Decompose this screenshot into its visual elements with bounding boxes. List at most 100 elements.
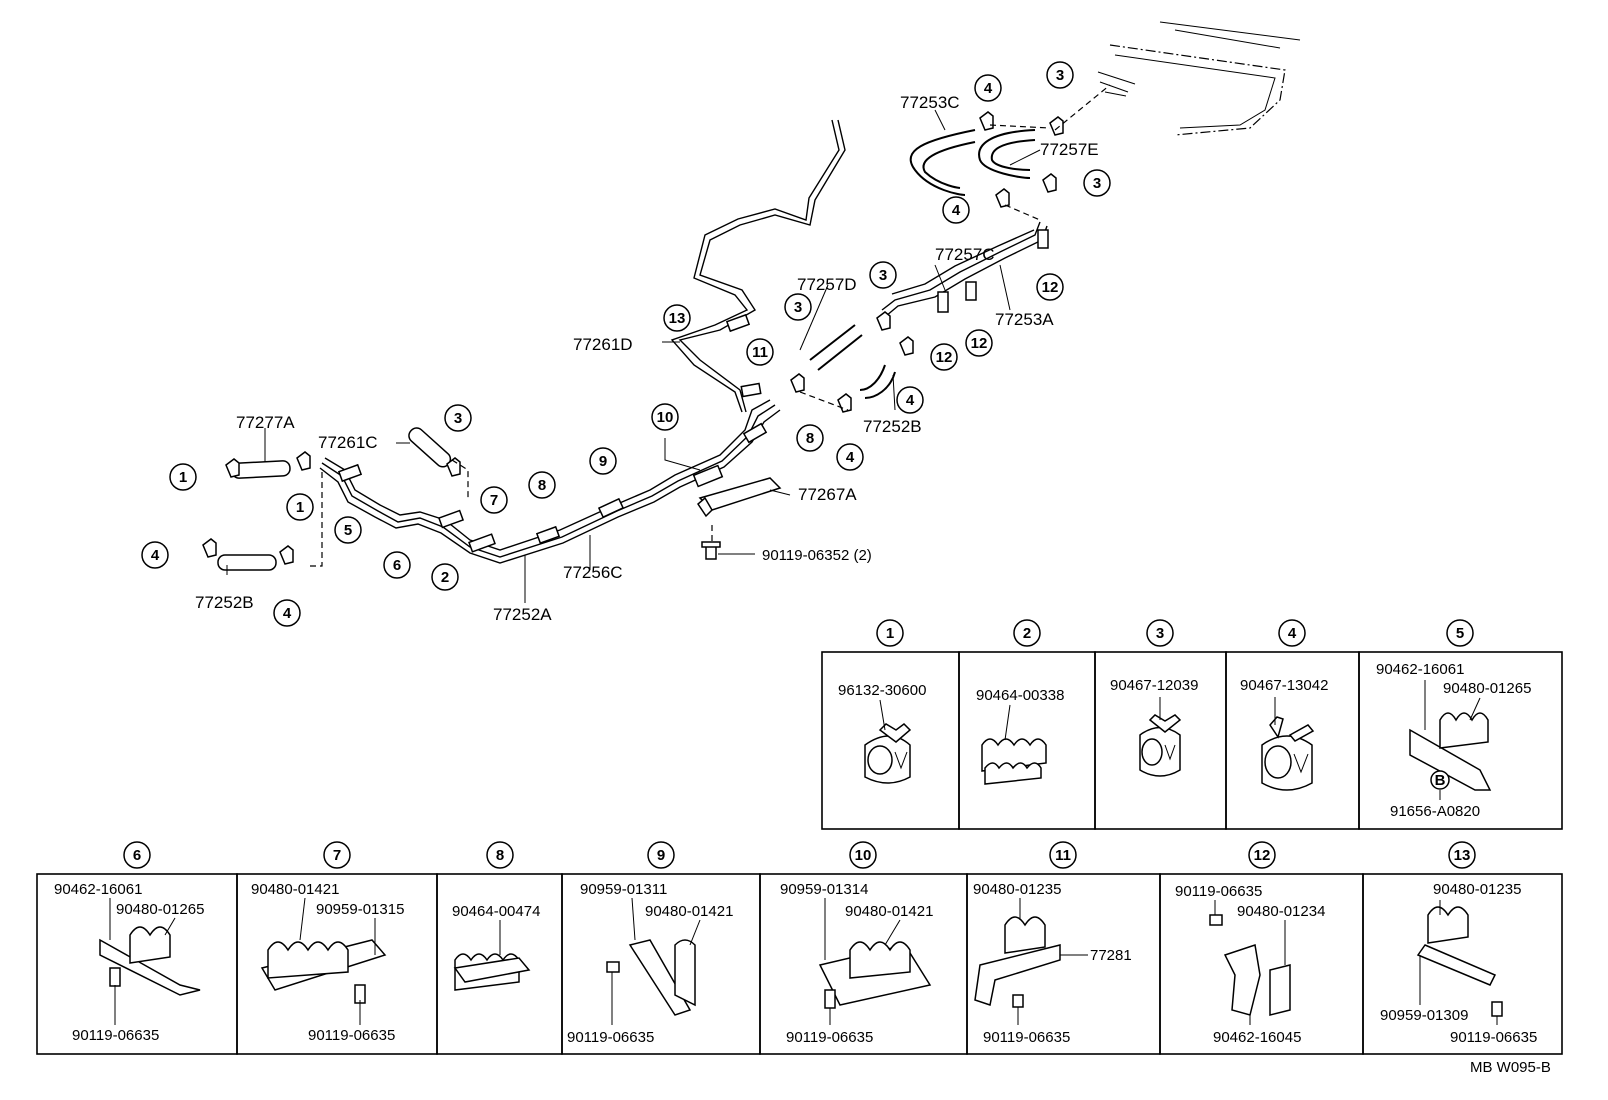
clamp-assembly-13-sketch [1416, 906, 1503, 1017]
svg-text:2: 2 [441, 569, 449, 586]
svg-text:9: 9 [657, 847, 665, 864]
callout-2: 2 [431, 563, 459, 591]
d11-part-a: 90480-01235 [973, 881, 1061, 898]
d7-part-b: 90959-01315 [316, 901, 404, 918]
label-77252b-left: 77252B [195, 593, 254, 612]
clamp-assembly-11-sketch [974, 916, 1061, 1008]
svg-text:13: 13 [669, 310, 686, 327]
callout-4: 4 [273, 599, 301, 627]
detail-boxes-top-row [821, 651, 1563, 830]
d5-part-a: 90462-16061 [1376, 661, 1464, 678]
svg-text:1: 1 [886, 625, 894, 642]
detail-header-d2: 2 [1013, 619, 1041, 647]
svg-text:12: 12 [1042, 279, 1059, 296]
detail-header-d11: 11 [1049, 841, 1077, 869]
callout-4: 4 [141, 541, 169, 569]
clip-96132-30600-sketch [864, 723, 912, 784]
d11-part-b: 77281 [1090, 947, 1132, 964]
callout-10: 10 [651, 403, 679, 431]
callout-3: 3 [869, 261, 897, 289]
detail-leader-lines [109, 680, 1498, 1025]
callout-8: 8 [528, 471, 556, 499]
svg-text:13: 13 [1454, 847, 1471, 864]
clip-90467-12039-sketch [1139, 714, 1182, 777]
clamp-assembly-6-sketch [99, 926, 201, 996]
svg-text:2: 2 [1023, 625, 1031, 642]
d1-part: 96132-30600 [838, 682, 926, 699]
svg-text:9: 9 [599, 453, 607, 470]
detail-header-d9: 9 [647, 841, 675, 869]
svg-text:11: 11 [1055, 847, 1071, 864]
pipe-clamps [337, 229, 1049, 553]
callout-6: 6 [383, 551, 411, 579]
d13-part-c: 90119-06635 [1450, 1029, 1537, 1046]
callout-3: 3 [1046, 61, 1074, 89]
callout-8: 8 [796, 424, 824, 452]
svg-text:3: 3 [1156, 625, 1164, 642]
label-77256c: 77256C [563, 563, 623, 582]
svg-text:8: 8 [538, 477, 546, 494]
d3-part: 90467-12039 [1110, 677, 1198, 694]
svg-text:3: 3 [879, 267, 887, 284]
hoses [217, 129, 1036, 571]
svg-text:3: 3 [1056, 67, 1064, 84]
d8-part-a: 90464-00474 [452, 903, 540, 920]
svg-text:4: 4 [1288, 625, 1297, 642]
d12-part-a: 90119-06635 [1175, 883, 1262, 900]
callout-9: 9 [589, 447, 617, 475]
detail-header-d5: 5 [1446, 619, 1474, 647]
svg-text:4: 4 [906, 392, 915, 409]
label-77253a: 77253A [995, 310, 1054, 329]
d4-part: 90467-13042 [1240, 677, 1328, 694]
label-77257d: 77257D [797, 275, 857, 294]
svg-text:12: 12 [971, 335, 988, 352]
svg-text:6: 6 [393, 557, 401, 574]
clamp-assembly-9-sketch [606, 939, 696, 1016]
callout-1: 1 [169, 463, 197, 491]
label-90119-06352: 90119-06352 (2) [762, 547, 872, 564]
svg-text:4: 4 [283, 605, 292, 622]
clamp-assembly-12-sketch [1209, 914, 1291, 1016]
svg-text:12: 12 [1254, 847, 1271, 864]
detail-header-d8: 8 [486, 841, 514, 869]
svg-text:4: 4 [151, 547, 160, 564]
clips [202, 111, 1064, 565]
d11-part-c: 90119-06635 [983, 1029, 1070, 1046]
svg-text:8: 8 [496, 847, 504, 864]
detail-header-d10: 10 [849, 841, 877, 869]
callout-3: 3 [444, 404, 472, 432]
label-77252a: 77252A [493, 605, 552, 624]
callout-4: 4 [974, 74, 1002, 102]
label-77267a: 77267A [798, 485, 857, 504]
detail-header-d12: 12 [1248, 841, 1276, 869]
d7-part-c: 90119-06635 [308, 1027, 395, 1044]
svg-text:7: 7 [490, 492, 498, 509]
clamp-assembly-5-sketch: B [1409, 712, 1492, 791]
main-fuel-pipe-bundle [319, 399, 781, 564]
svg-text:5: 5 [1456, 625, 1464, 642]
detail-header-d3: 3 [1146, 619, 1174, 647]
svg-text:1: 1 [296, 499, 304, 516]
callout-12: 12 [930, 343, 958, 371]
callout-4: 4 [836, 443, 864, 471]
svg-text:7: 7 [333, 847, 341, 864]
callout-1: 1 [286, 493, 314, 521]
svg-text:3: 3 [794, 299, 802, 316]
svg-text:11: 11 [752, 344, 768, 361]
callout-11: 11 [746, 338, 774, 366]
d6-part-c: 90119-06635 [72, 1027, 159, 1044]
callout-5: 5 [334, 516, 362, 544]
label-77277a: 77277A [236, 413, 295, 432]
label-77261d: 77261D [573, 335, 633, 354]
callout-12: 12 [1036, 273, 1064, 301]
d9-part-a: 90959-01311 [580, 881, 667, 898]
d10-part-b: 90480-01421 [845, 903, 933, 920]
clamp-assembly-10-sketch [818, 941, 932, 1009]
d13-part-b: 90959-01309 [1380, 1007, 1468, 1024]
clip-90464-00338-sketch [981, 738, 1047, 785]
callout-3: 3 [1083, 169, 1111, 197]
pipe-77261d [670, 119, 846, 413]
detail-labels: 96132-30600 90464-00338 90467-12039 9046… [54, 661, 1537, 1046]
clip-90464-00474-sketch [453, 953, 531, 991]
